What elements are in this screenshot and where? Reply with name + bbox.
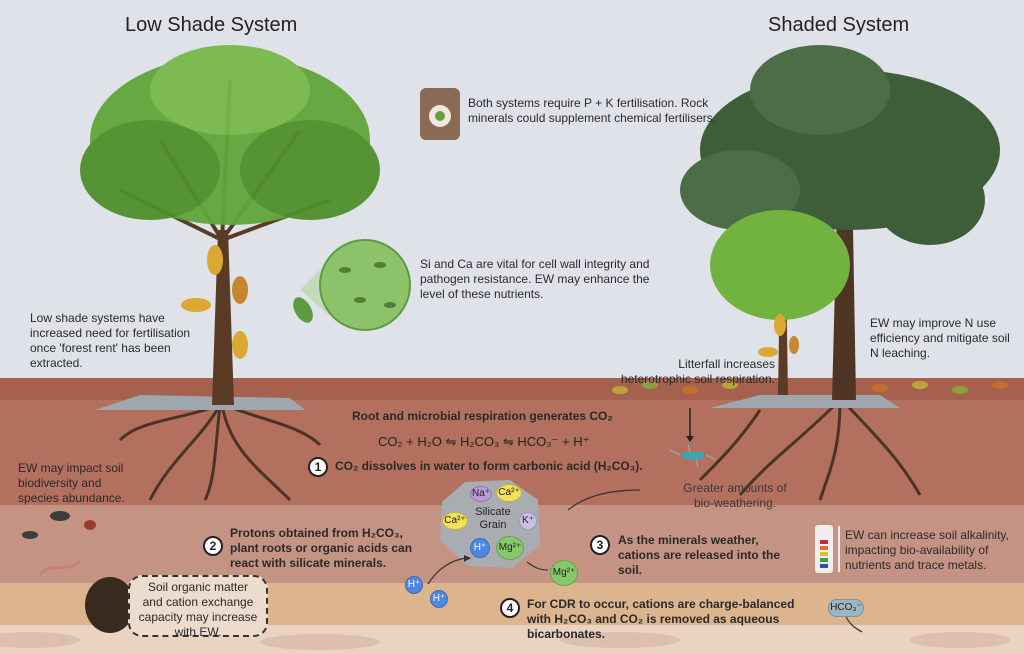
leaf-litter xyxy=(612,381,1008,394)
note-n-use: EW may improve N use efficiency and miti… xyxy=(870,316,1010,360)
organic-matter-icon xyxy=(85,577,135,633)
respiration-label: Root and microbial respiration generates… xyxy=(352,409,613,423)
ion-h-free: H⁺ xyxy=(405,576,423,594)
canopy-left xyxy=(80,45,380,225)
ion-mg: Mg²⁺ xyxy=(496,536,524,560)
carbonate-equation: CO₂ + H₂O ⇋ H₂CO₃ ⇋ HCO₃⁻ + H⁺ xyxy=(378,434,590,449)
step-1-text: CO₂ dissolves in water to form carbonic … xyxy=(335,459,643,473)
canopy-right xyxy=(680,45,1000,245)
ph-test-strip-icon xyxy=(815,525,840,573)
note-si-ca: Si and Ca are vital for cell wall integr… xyxy=(420,257,650,301)
title-low-shade: Low Shade System xyxy=(125,14,298,36)
note-bioweathering: Greater amounts of bio-weathering. xyxy=(683,481,787,510)
note-litterfall: Litterfall increases heterotrophic soil … xyxy=(620,357,775,386)
ion-h: H⁺ xyxy=(470,538,490,558)
soil-fauna-icon xyxy=(22,511,96,576)
note-organic-matter: Soil organic matter and cation exchange … xyxy=(128,575,268,639)
note-low-shade: Low shade systems have increased need fo… xyxy=(30,311,191,370)
fertiliser-bag-icon xyxy=(420,88,460,140)
title-shaded: Shaded System xyxy=(768,14,910,36)
roots-left xyxy=(118,403,322,502)
ion-ca: Ca²⁺ xyxy=(442,512,468,530)
step-4-badge: 4 xyxy=(500,598,520,618)
step-3-badge: 3 xyxy=(590,535,610,555)
step-4-text: For CDR to occur, cations are charge-bal… xyxy=(527,597,795,641)
roots-right xyxy=(698,398,922,501)
step-2-text: Protons obtained from H₂CO₃, plant roots… xyxy=(230,526,413,570)
ion-na: Na⁺ xyxy=(470,486,492,502)
note-fertiliser: Both systems require P + K fertilisation… xyxy=(468,96,717,125)
canopy-small-tree xyxy=(710,210,850,320)
step-2-badge: 2 xyxy=(203,536,223,556)
note-biodiversity: EW may impact soil biodiversity and spec… xyxy=(18,461,125,505)
plant-cell-icon xyxy=(319,239,411,331)
ion-mg-released: Mg²⁺ xyxy=(550,560,578,586)
step-1-badge: 1 xyxy=(308,457,328,477)
ion-h-free: H⁺ xyxy=(430,590,448,608)
leaf-icon xyxy=(293,297,313,323)
microbe-icon xyxy=(669,443,717,468)
ion-ca: Ca²⁺ xyxy=(496,484,522,502)
step-3-text: As the minerals weather, cations are rel… xyxy=(618,533,781,577)
silicate-grain-label: Silicate Grain xyxy=(475,506,511,531)
ion-k: K⁺ xyxy=(519,512,537,530)
note-alkalinity: EW can increase soil alkalinity, impacti… xyxy=(845,528,1009,572)
bicarbonate-bubble: HCO₃⁻ xyxy=(828,599,864,617)
cacao-pods-left xyxy=(181,245,248,359)
